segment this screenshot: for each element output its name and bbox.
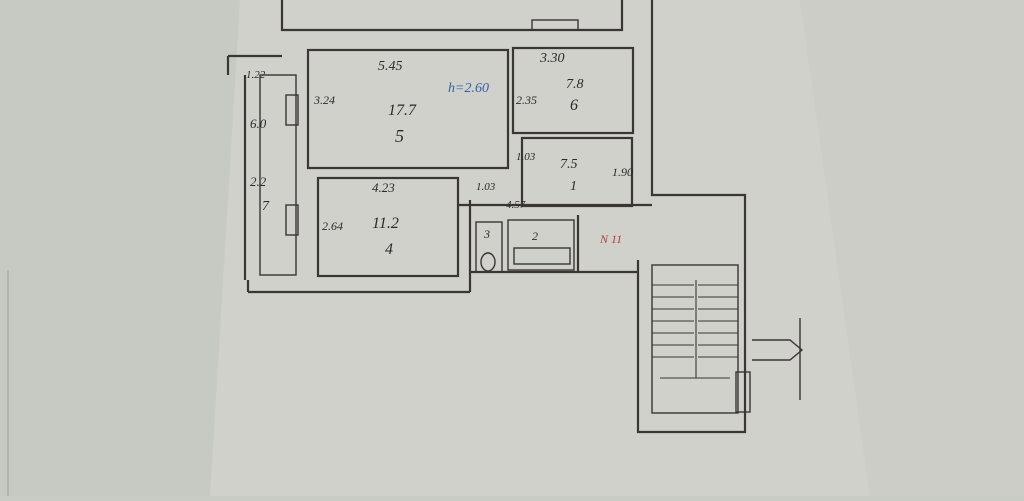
room1-width: 1.90 [612,165,633,179]
room7-number: 7 [262,199,270,214]
room7-width: 1.22 [246,69,266,81]
room4-width: 4.23 [372,180,395,195]
ceiling-height: h=2.60 [448,81,489,96]
room7-length: 6.0 [250,116,267,131]
room6-area: 7.8 [566,77,584,92]
room7-area: 2.2 [250,174,267,189]
bath-number: 2 [532,229,538,243]
room1-depth: 1.03 [516,151,536,163]
room4-area: 11.2 [372,215,399,232]
room5-depth: 3.24 [313,93,335,107]
room5-number: 5 [395,126,404,146]
room5-area: 17.7 [388,102,417,119]
wc-number: 3 [483,227,490,241]
room6-number: 6 [570,97,578,114]
room4-depth: 2.64 [322,219,343,233]
room5-width: 5.45 [378,59,403,74]
room1-area: 7.5 [560,157,578,172]
corridor-dim-2: 4.57 [506,199,526,211]
room4-number: 4 [385,241,393,258]
room6-width: 3.30 [539,51,565,66]
red-mark: N 11 [599,232,622,246]
room6-depth: 2.35 [516,93,537,107]
walls [226,0,804,434]
corridor-dim-1: 1.03 [476,181,496,193]
toilet-symbol [480,252,496,272]
room1-number: 1 [570,179,577,194]
